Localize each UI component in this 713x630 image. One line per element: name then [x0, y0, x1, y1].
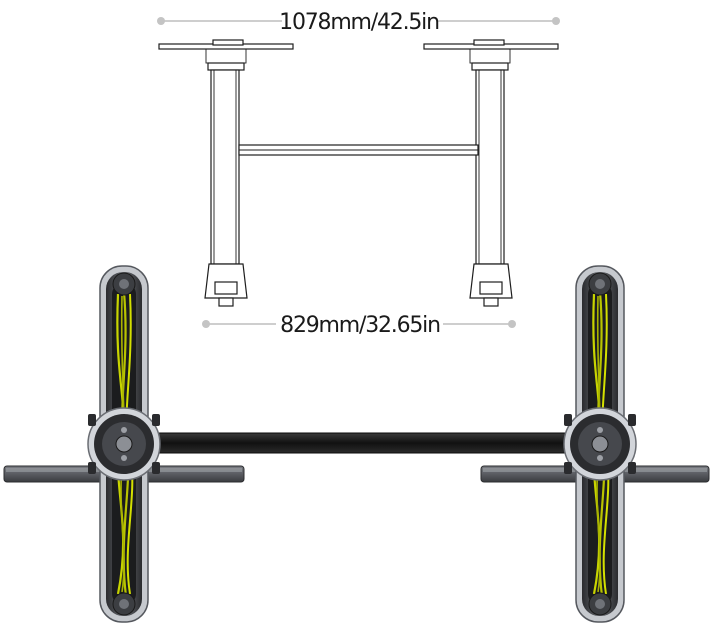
top-width-label: 1078mm/42.5in: [279, 10, 439, 35]
top-dimension-right-dot: [552, 17, 560, 25]
front-elevation-drawing: [158, 39, 559, 307]
top-dimension-line: 1078mm/42.5in: [157, 10, 560, 35]
top-view-render: [3, 264, 710, 624]
cross-bar: [149, 432, 581, 454]
bottom-dimension-left-dot: [202, 320, 210, 328]
left-leg-top-view: [86, 264, 162, 624]
top-dimension-left-dot: [157, 17, 165, 25]
bottom-dimension-line: 829mm/32.65in: [202, 313, 516, 338]
right-leg-top-view: [562, 264, 638, 624]
bottom-dimension-right-dot: [508, 320, 516, 328]
bottom-width-label: 829mm/32.65in: [280, 313, 440, 338]
